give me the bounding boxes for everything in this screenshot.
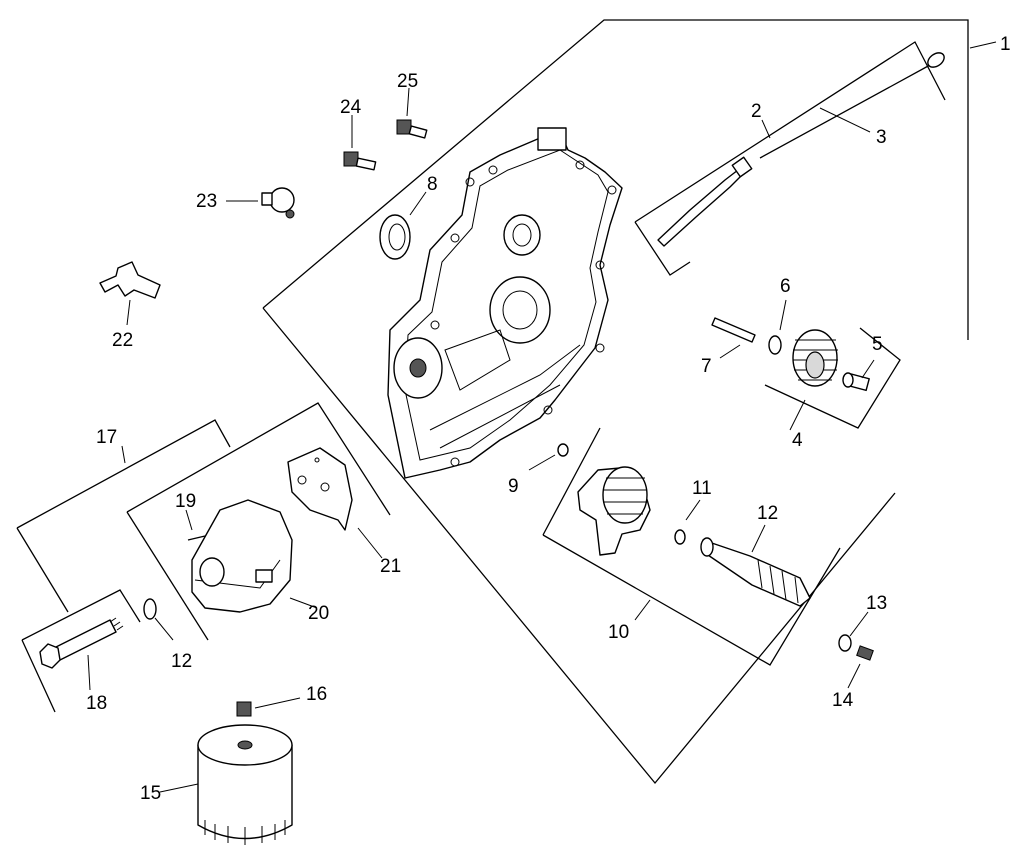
filter-nipple [236, 701, 252, 717]
oil-seal [379, 214, 411, 260]
oil-filter [197, 724, 293, 845]
group-frame-18 [21, 589, 141, 713]
callout-21: 21 [380, 556, 401, 577]
callout-12-left: 12 [171, 651, 192, 672]
callout-16: 16 [306, 684, 327, 705]
callout-7: 7 [701, 356, 712, 377]
callout-15: 15 [140, 783, 161, 804]
callout-10: 10 [608, 622, 629, 643]
elbow-fitting [99, 261, 161, 299]
gear-washer [768, 335, 782, 355]
callout-25: 25 [397, 71, 418, 92]
filter-adapter-bolt [39, 617, 124, 669]
callout-5: 5 [872, 334, 883, 355]
o-ring-9 [557, 443, 569, 457]
callout-9: 9 [508, 476, 519, 497]
callout-17: 17 [96, 427, 117, 448]
governor-gear [792, 329, 838, 387]
screw-14 [856, 645, 874, 661]
dowel-pin-19 [187, 535, 206, 541]
o-ring-12-left [143, 598, 157, 620]
leader-lines [87, 41, 997, 793]
callout-18: 18 [86, 693, 107, 714]
callout-13: 13 [866, 593, 887, 614]
oil-pump-o-ring [674, 529, 686, 545]
callout-6: 6 [780, 276, 791, 297]
callout-2: 2 [751, 101, 762, 122]
filter-adapter [191, 499, 293, 613]
callout-12-right: 12 [757, 503, 778, 524]
crankcase-cover [387, 127, 623, 479]
gear-shaft-pin [711, 317, 756, 343]
callout-14: 14 [832, 690, 854, 711]
group-frame-17 [16, 419, 231, 613]
callout-8: 8 [427, 174, 438, 195]
bolt-25 [396, 119, 428, 139]
group-frame-1 [262, 19, 969, 785]
callout-20: 20 [308, 603, 329, 624]
callout-22: 22 [112, 330, 133, 351]
washer-13 [838, 634, 852, 652]
dipstick-tube [657, 156, 753, 247]
oil-pump-rotor-shaft [700, 537, 811, 607]
filter-adapter-plate [287, 447, 353, 531]
callout-labels: 1 2 3 4 5 6 7 8 9 10 11 12 12 13 14 15 1… [86, 34, 1011, 804]
callout-1: 1 [1000, 34, 1011, 55]
group-frame-4 [764, 327, 901, 429]
callout-23: 23 [196, 191, 217, 212]
callout-11: 11 [692, 478, 712, 499]
group-frame-dipstick [634, 41, 946, 276]
callout-24: 24 [340, 97, 362, 118]
gear-bolt [842, 372, 870, 392]
callout-4: 4 [792, 430, 803, 451]
oil-pump-gear-housing [577, 466, 651, 556]
callout-19: 19 [175, 491, 196, 512]
oil-sensor [261, 187, 295, 219]
dipstick [759, 52, 945, 159]
callout-3: 3 [876, 127, 887, 148]
bolt-24 [343, 151, 377, 171]
group-frame-10 [542, 427, 841, 666]
group-frame-20 [126, 402, 391, 641]
